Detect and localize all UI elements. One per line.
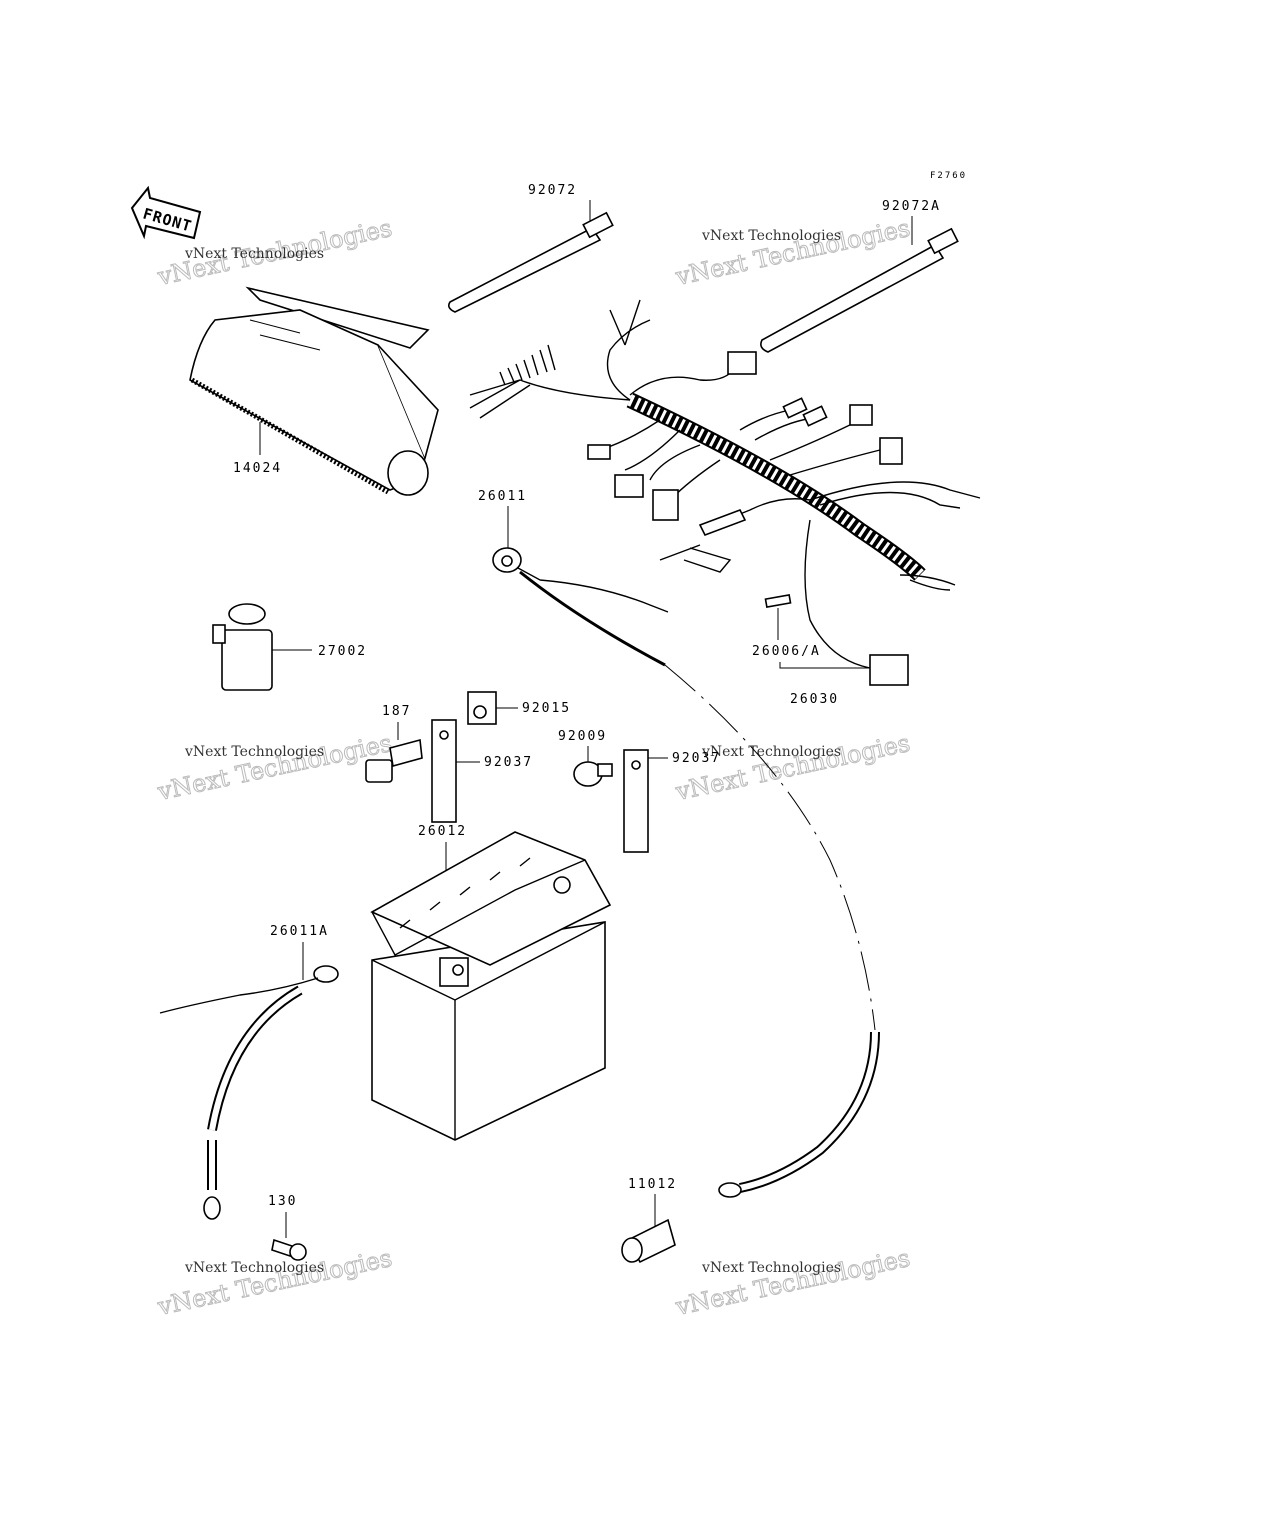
watermark-text: vNext Technologies: [184, 744, 324, 760]
watermark-text: vNext Technologies: [701, 744, 841, 760]
screw-92009: [573, 761, 613, 787]
battery-26012: [370, 831, 612, 1141]
figure-code: F2760: [930, 171, 967, 181]
watermark-outline-text: vNext Technologies: [154, 729, 394, 806]
part-label-27002: 27002: [318, 644, 367, 659]
part-label-187: 187: [382, 704, 411, 719]
part-label-26012: 26012: [418, 824, 467, 839]
part-label-92037-a: 92037: [484, 755, 533, 770]
watermark-outline-text: vNext Technologies: [672, 729, 912, 806]
cable-tie-92072: [448, 211, 614, 313]
watermark-mid-right: vNext Technologies vNext Technologies: [672, 728, 913, 806]
watermark-outline-text: vNext Technologies: [154, 1244, 394, 1321]
wiring-harness: [469, 299, 981, 686]
watermark-text: vNext Technologies: [184, 246, 324, 262]
cable-tie-92072a: [760, 227, 959, 353]
part-label-92009: 92009: [558, 729, 607, 744]
part-label-92037-b: 92037: [672, 751, 721, 766]
watermark-bottom-right: vNext Technologies vNext Technologies: [672, 1243, 913, 1321]
part-label-26011: 26011: [478, 489, 527, 504]
part-label-92072: 92072: [528, 183, 577, 198]
ground-cable: [718, 1031, 880, 1198]
cover-sheet-14024: [189, 286, 439, 496]
watermark-text: vNext Technologies: [701, 1260, 841, 1276]
fuse-26006a: [764, 594, 792, 608]
relay-27002: [212, 603, 273, 691]
watermark-outline-text: vNext Technologies: [672, 1244, 912, 1321]
part-label-26006a: 26006/A: [752, 644, 821, 659]
terminal-cover-11012: [621, 1218, 676, 1264]
part-label-26011a: 26011A: [270, 924, 329, 939]
lead-plate-92037-b: [623, 749, 649, 853]
watermark-text: vNext Technologies: [184, 1260, 324, 1276]
watermark-text: vNext Technologies: [701, 228, 841, 244]
part-label-130: 130: [268, 1194, 297, 1209]
part-label-92072a: 92072A: [882, 199, 941, 214]
part-label-26030: 26030: [790, 692, 839, 707]
bolt-130: [271, 1238, 307, 1261]
lead-plate-92037-a: [431, 719, 457, 823]
part-label-14024: 14024: [233, 461, 282, 476]
part-label-92015: 92015: [522, 701, 571, 716]
cable-26011a: [159, 965, 339, 1220]
part-label-11012: 11012: [628, 1177, 677, 1192]
bolt-187: [365, 738, 423, 783]
watermark-mid-left: vNext Technologies vNext Technologies: [154, 728, 395, 806]
front-arrow-icon: FRONT: [130, 185, 202, 240]
cable-26011: [492, 547, 876, 1031]
nut-92015: [467, 691, 497, 725]
watermark-bottom-left: vNext Technologies vNext Technologies: [154, 1243, 395, 1321]
leader-26030: [779, 662, 870, 669]
